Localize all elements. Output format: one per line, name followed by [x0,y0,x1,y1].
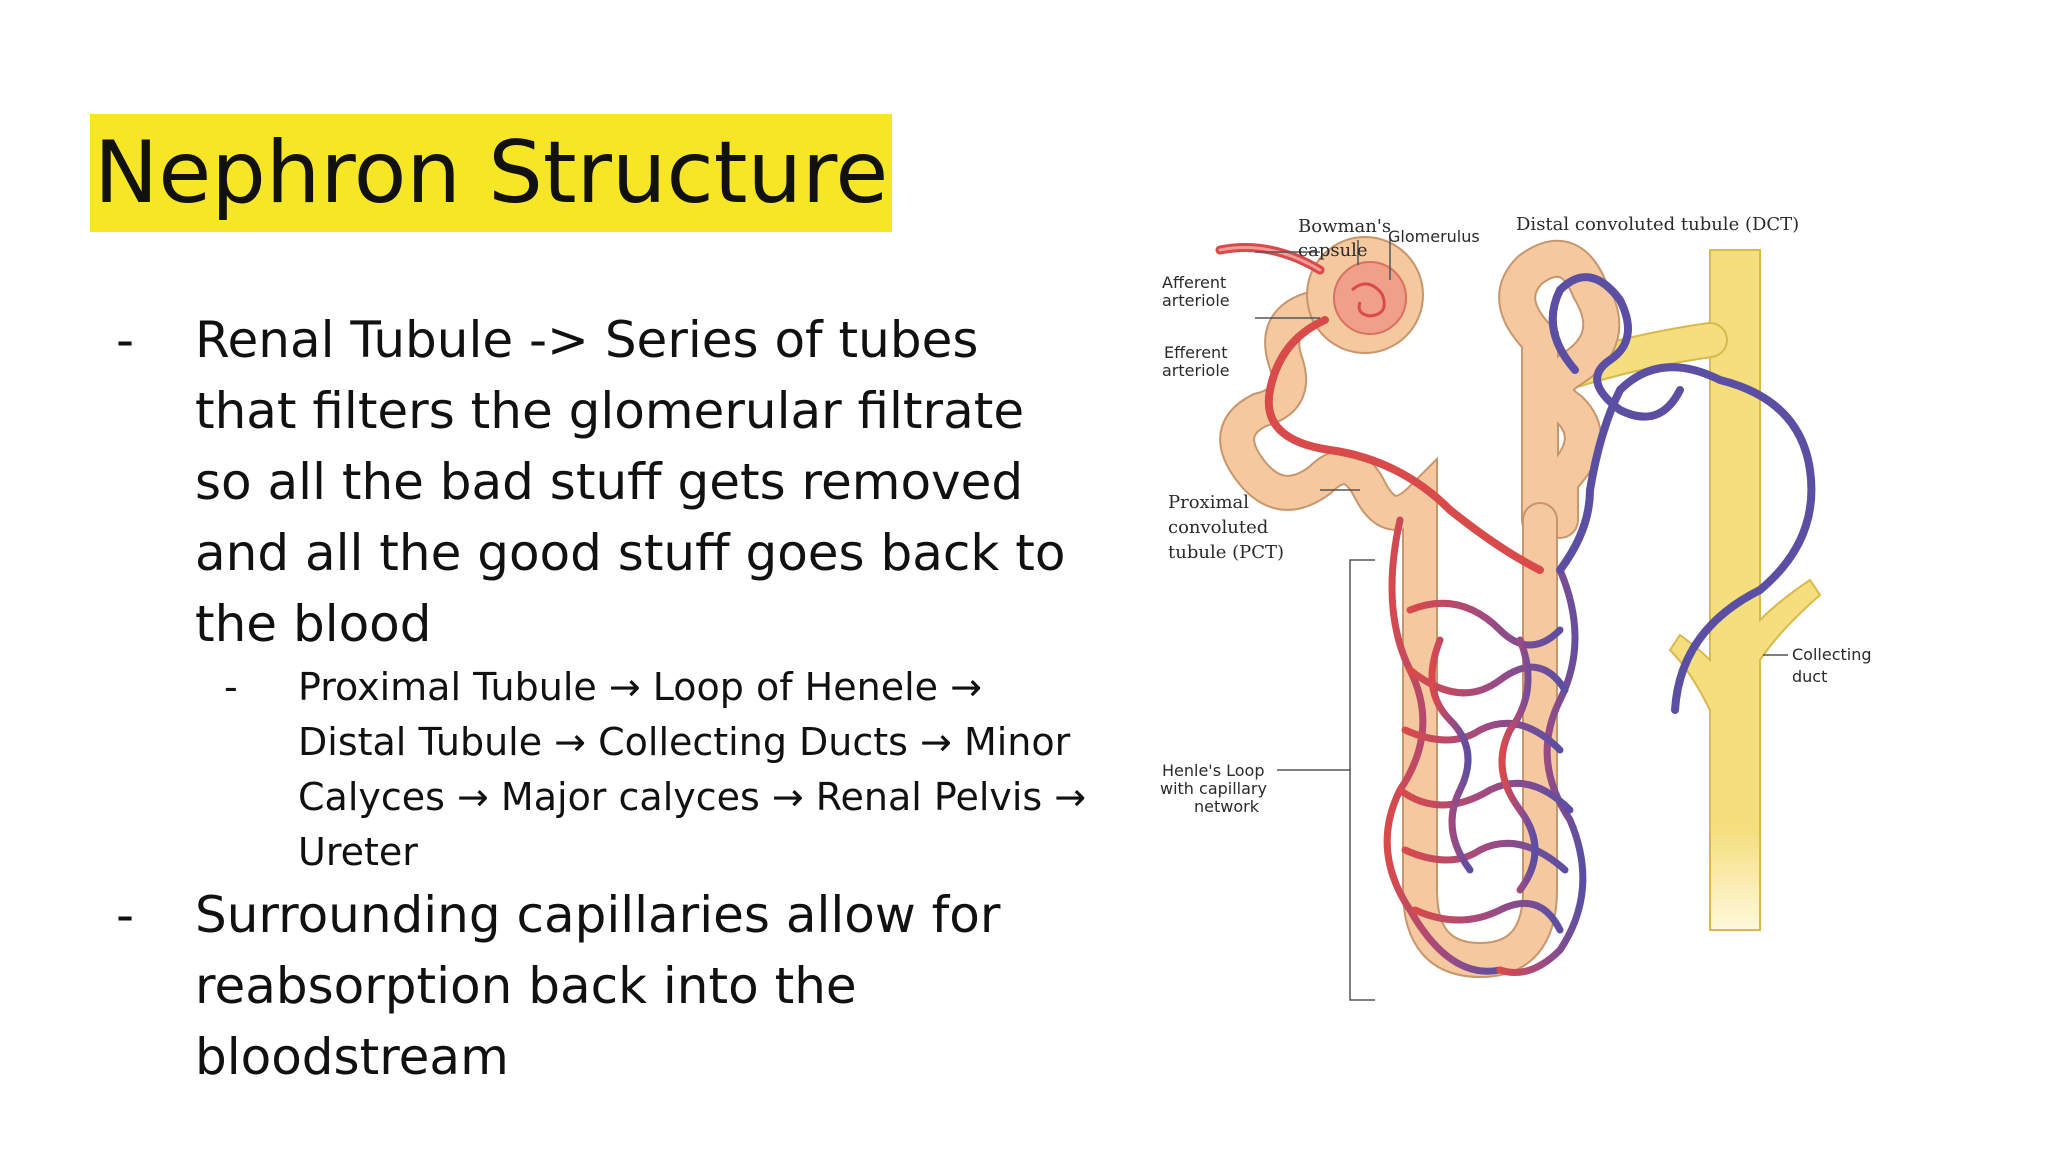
bullet-marker: - [116,886,135,944]
label-duct-2: duct [1792,667,1827,686]
arterioles-shape [1215,243,1544,574]
bullet-capillaries: - Surrounding capillaries allow for reab… [0,880,1075,1093]
leader-lines [1255,238,1788,1001]
pct-and-loop-shape [1219,287,1558,979]
label-henle-2: with capillary [1160,779,1267,798]
label-pct-2: convoluted [1168,517,1268,538]
label-afferent-1: Afferent [1162,273,1226,292]
diagram-labels: Bowman's capsule Glomerulus Distal convo… [1160,214,1872,816]
label-bowmans-1: Bowman's [1298,216,1391,237]
sub-bullet-marker: - [224,665,238,709]
label-pct-3: tubule (PCT) [1168,542,1284,563]
sub-bullet-pathway: - Proximal Tubule → Loop of Henele → Dis… [0,660,1088,880]
bowmans-capsule-shape [1306,236,1424,354]
sub-bullet-text: Proximal Tubule → Loop of Henele → Dista… [298,665,1087,874]
bullet-marker: - [116,311,135,369]
label-afferent-2: arteriole [1162,291,1230,310]
bullet-text: Renal Tubule -> Series of tubes that fil… [195,311,1066,653]
label-efferent-1: Efferent [1164,343,1227,362]
label-henle-1: Henle's Loop [1162,761,1265,780]
label-efferent-2: arteriole [1162,361,1230,380]
label-bowmans-2: capsule [1298,240,1368,261]
label-glomerulus: Glomerulus [1388,227,1480,246]
label-duct-1: Collecting [1792,645,1872,664]
dct-shape [1498,239,1621,539]
slide-title: Nephron Structure [90,114,893,232]
vein-shape [1548,273,1816,714]
bullet-renal-tubule: - Renal Tubule -> Series of tubes that f… [0,305,1075,660]
bullet-list: - Renal Tubule -> Series of tubes that f… [0,305,1110,1093]
label-pct-1: Proximal [1168,492,1249,513]
label-henle-3: network [1194,797,1260,816]
label-dct: Distal convoluted tubule (DCT) [1516,214,1799,235]
bullet-text: Surrounding capillaries allow for reabso… [195,886,1001,1086]
capillary-network-shape [1383,516,1587,976]
nephron-diagram: Bowman's capsule Glomerulus Distal convo… [1160,214,1872,1001]
